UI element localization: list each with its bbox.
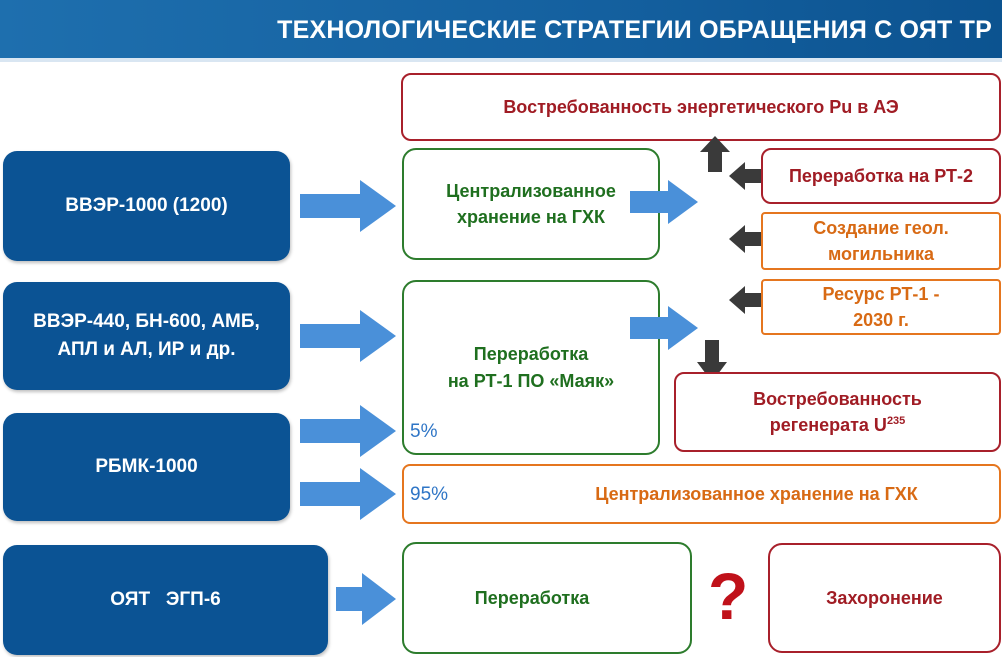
page-title: ТЕХНОЛОГИЧЕСКИЕ СТРАТЕГИИ ОБРАЩЕНИЯ С ОЯ… (277, 16, 992, 44)
rt2-box: Переработка на РТ-2 (761, 148, 1001, 204)
source-rbmk: РБМК-1000 (3, 413, 290, 521)
pu-demand-label: Востребованность энергетического Pu в АЭ (503, 96, 899, 117)
arrow-vver440 (300, 310, 396, 362)
central-storage-line1: Централизованное (446, 180, 616, 201)
regenerate-line1: Востребованность (753, 388, 922, 409)
reprocessing-rt1-box: Переработка на РТ-1 ПО «Маяк» (402, 280, 660, 455)
regenerate-line2-wrap: регенерата U235 (770, 412, 906, 438)
arrow-vver1000 (300, 180, 396, 232)
rt1-resource-line1: Ресурс РТ-1 - (822, 283, 940, 304)
rt2-label: Переработка на РТ-2 (788, 165, 974, 186)
arrow-rbmk-95pct (300, 468, 396, 520)
reprocessing-rt1-line1: Переработка (473, 344, 589, 365)
egp-processing-label: Переработка (474, 587, 590, 608)
central-storage-box: Централизованное хранение на ГХК (402, 148, 660, 260)
regenerate-sup: 235 (886, 415, 906, 427)
title-bar: ТЕХНОЛОГИЧЕСКИЕ СТРАТЕГИИ ОБРАЩЕНИЯ С ОЯ… (0, 0, 1002, 62)
arrow-left-rt2 (729, 162, 765, 190)
rt1-resource-line2: 2030 г. (853, 310, 909, 330)
source-rbmk-label: РБМК-1000 (95, 456, 198, 478)
percent-5: 5% (410, 421, 438, 442)
rbmk-storage-box: Централизованное хранение на ГХК (402, 464, 1001, 524)
source-egp6-label: ОЯТ ЭГП-6 (110, 589, 221, 611)
source-vver440-line2: АПЛ и АЛ, ИР и др. (57, 339, 236, 360)
arrow-rbmk-5pct (300, 405, 396, 457)
geo-repository-line2: могильника (827, 244, 935, 264)
arrow-rt1-right (630, 306, 698, 350)
source-vver440-group: ВВЭР-440, БН-600, АМБ, АПЛ и АЛ, ИР и др… (3, 282, 290, 390)
rbmk-storage-label: Централизованное хранение на ГХК (595, 483, 918, 504)
burial-label: Захоронение (826, 587, 943, 608)
reprocessing-rt1-line2: на РТ-1 ПО «Маяк» (447, 370, 615, 391)
arrow-egp6 (336, 573, 396, 625)
arrow-storage-right (630, 180, 698, 224)
regenerate-box: Востребованность регенерата U235 (674, 372, 1001, 452)
source-egp6: ОЯТ ЭГП-6 (3, 545, 328, 655)
source-vver440-line1: ВВЭР-440, БН-600, АМБ, (33, 311, 260, 333)
egp-processing-box: Переработка (402, 542, 692, 654)
source-vver1000-label: ВВЭР-1000 (1200) (65, 195, 228, 217)
source-vver1000: ВВЭР-1000 (1200) (3, 151, 290, 261)
question-mark: ? (708, 559, 749, 633)
burial-box: Захоронение (768, 543, 1001, 653)
pu-demand-box: Востребованность энергетического Pu в АЭ (401, 73, 1001, 141)
arrow-up-to-pu (700, 136, 730, 172)
percent-95: 95% (410, 484, 449, 505)
central-storage-line2: хранение на ГХК (457, 207, 605, 227)
arrow-left-resource (729, 286, 765, 314)
arrow-down-to-regenerate (697, 340, 727, 382)
rt1-resource-box: Ресурс РТ-1 - 2030 г. (761, 279, 1001, 335)
geo-repository-line1: Создание геол. (813, 217, 949, 238)
regenerate-line2: регенерата U (769, 415, 887, 435)
geo-repository-box: Создание геол. могильника (761, 212, 1001, 270)
arrow-left-geo (729, 225, 765, 253)
